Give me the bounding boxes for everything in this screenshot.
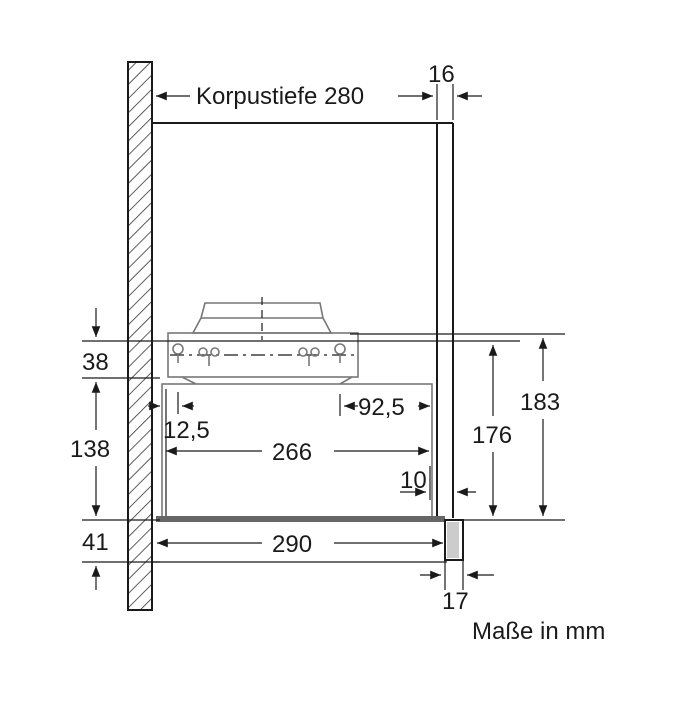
dim-290: 290: [157, 531, 443, 558]
label-183: 183: [520, 389, 560, 416]
dim-92-5: 92,5: [339, 394, 430, 421]
dim-183: 183: [350, 333, 565, 521]
dim-138: 138: [70, 382, 110, 516]
cabinet-outline: [152, 122, 454, 563]
dim-17: 17: [420, 560, 494, 615]
wall: [127, 61, 153, 611]
dim-korpustiefe: Korpustiefe 280: [156, 83, 438, 120]
label-17: 17: [442, 588, 469, 615]
label-10: 10: [400, 467, 427, 494]
unit-note: Maße in mm: [472, 618, 605, 645]
label-16: 16: [428, 61, 455, 88]
dim-41: 41: [82, 519, 160, 590]
label-korpustiefe: Korpustiefe 280: [196, 83, 364, 110]
dim-10: 10: [400, 466, 476, 500]
label-12-5: 12,5: [163, 417, 210, 444]
dim-38: 38: [82, 308, 520, 379]
label-41: 41: [82, 529, 109, 556]
label-290: 290: [272, 531, 312, 558]
label-92-5: 92,5: [358, 394, 405, 421]
label-266: 266: [272, 439, 312, 466]
dim-266: 266: [166, 439, 429, 466]
label-176: 176: [472, 422, 512, 449]
label-38: 38: [82, 349, 109, 376]
dim-16: 16: [428, 61, 482, 120]
label-138: 138: [70, 436, 110, 463]
dim-176: 176: [472, 345, 512, 516]
mounting-hole-icon: [172, 343, 346, 366]
dim-12-5: 12,5: [148, 392, 210, 444]
